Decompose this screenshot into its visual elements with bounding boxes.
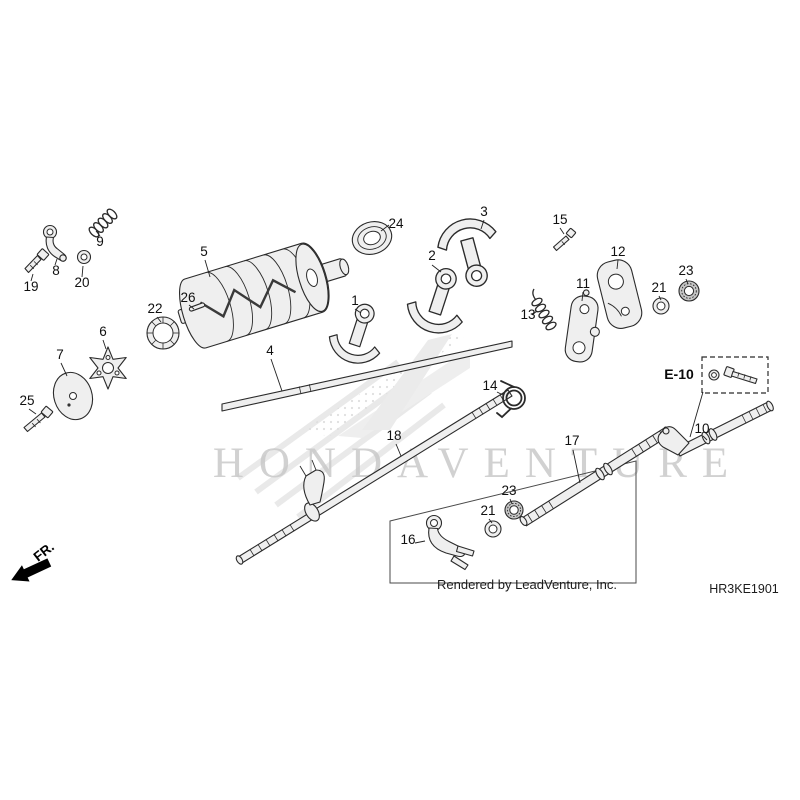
part-shift-plate-12 [596,259,643,329]
part-bearing-23b [504,500,524,520]
callout-19[interactable]: 19 [23,279,38,294]
part-washer-21 [652,297,670,315]
fr-label: FR. [31,539,57,564]
part-spring-13 [531,288,557,331]
part-shift-fork-2 [400,259,478,341]
part-pin-26 [188,302,206,312]
part-washer-20 [76,249,92,265]
part-bearing-ring-22 [146,316,180,350]
callout-20[interactable]: 20 [74,275,89,290]
callout-13[interactable]: 13 [520,307,535,322]
part-shift-shaft-10 [657,400,774,457]
part-bearing-24 [351,221,393,255]
part-torsion-spring-14 [496,380,526,419]
callout-17[interactable]: 17 [564,433,579,448]
callout-3[interactable]: 3 [480,204,488,219]
callout-11[interactable]: 11 [576,276,590,291]
callout-4[interactable]: 4 [266,343,274,358]
callout-21b[interactable]: 21 [480,503,495,518]
group-boundary-box [389,460,637,584]
part-stopper-plate-7 [52,371,94,421]
fr-direction-indicator: FR. [11,539,57,582]
part-fork-shaft-4 [221,340,513,412]
callout-8[interactable]: 8 [52,263,60,278]
callout-2[interactable]: 2 [428,248,436,263]
callout-25[interactable]: 25 [19,393,34,408]
render-credit: Rendered by LeadVenture, Inc. [437,577,617,592]
part-screw-15 [552,227,577,252]
part-shift-arm-11 [564,289,600,363]
callout-14[interactable]: 14 [482,378,498,393]
callout-24[interactable]: 24 [388,216,404,231]
part-star-cam-6 [89,346,127,390]
part-bolt-19 [24,248,50,274]
callout-1[interactable]: 1 [351,293,359,308]
part-gearshift-spindle-18 [235,389,513,565]
callout-leader-lines [28,219,708,544]
callout-7[interactable]: 7 [56,347,64,362]
reference-e10[interactable]: E-10 [664,366,694,382]
diagram-code: HR3KE1901 [709,582,779,596]
callout-22[interactable]: 22 [147,301,162,316]
callout-26[interactable]: 26 [180,290,195,305]
part-spring-9 [88,208,118,238]
callout-21[interactable]: 21 [651,280,666,295]
callout-23b[interactable]: 23 [501,483,516,498]
watermark-wing [236,332,470,520]
callout-10[interactable]: 10 [694,421,709,436]
part-fork-lever-16 [425,514,475,571]
part-lever-8 [42,224,67,262]
part-bolt-25 [23,405,54,433]
fr-arrow-icon [11,558,52,582]
part-gearshift-drum [177,242,350,349]
part-bearing-23 [678,280,700,302]
callout-12[interactable]: 12 [610,244,625,259]
callout-6[interactable]: 6 [99,324,107,339]
callout-18[interactable]: 18 [386,428,401,443]
callout-15[interactable]: 15 [552,212,567,227]
ref-e10-group [689,356,769,438]
callout-23[interactable]: 23 [678,263,693,278]
callout-16[interactable]: 16 [400,532,415,547]
callout-9[interactable]: 9 [96,234,104,249]
part-washer-21b [484,520,502,538]
callout-5[interactable]: 5 [200,244,208,259]
